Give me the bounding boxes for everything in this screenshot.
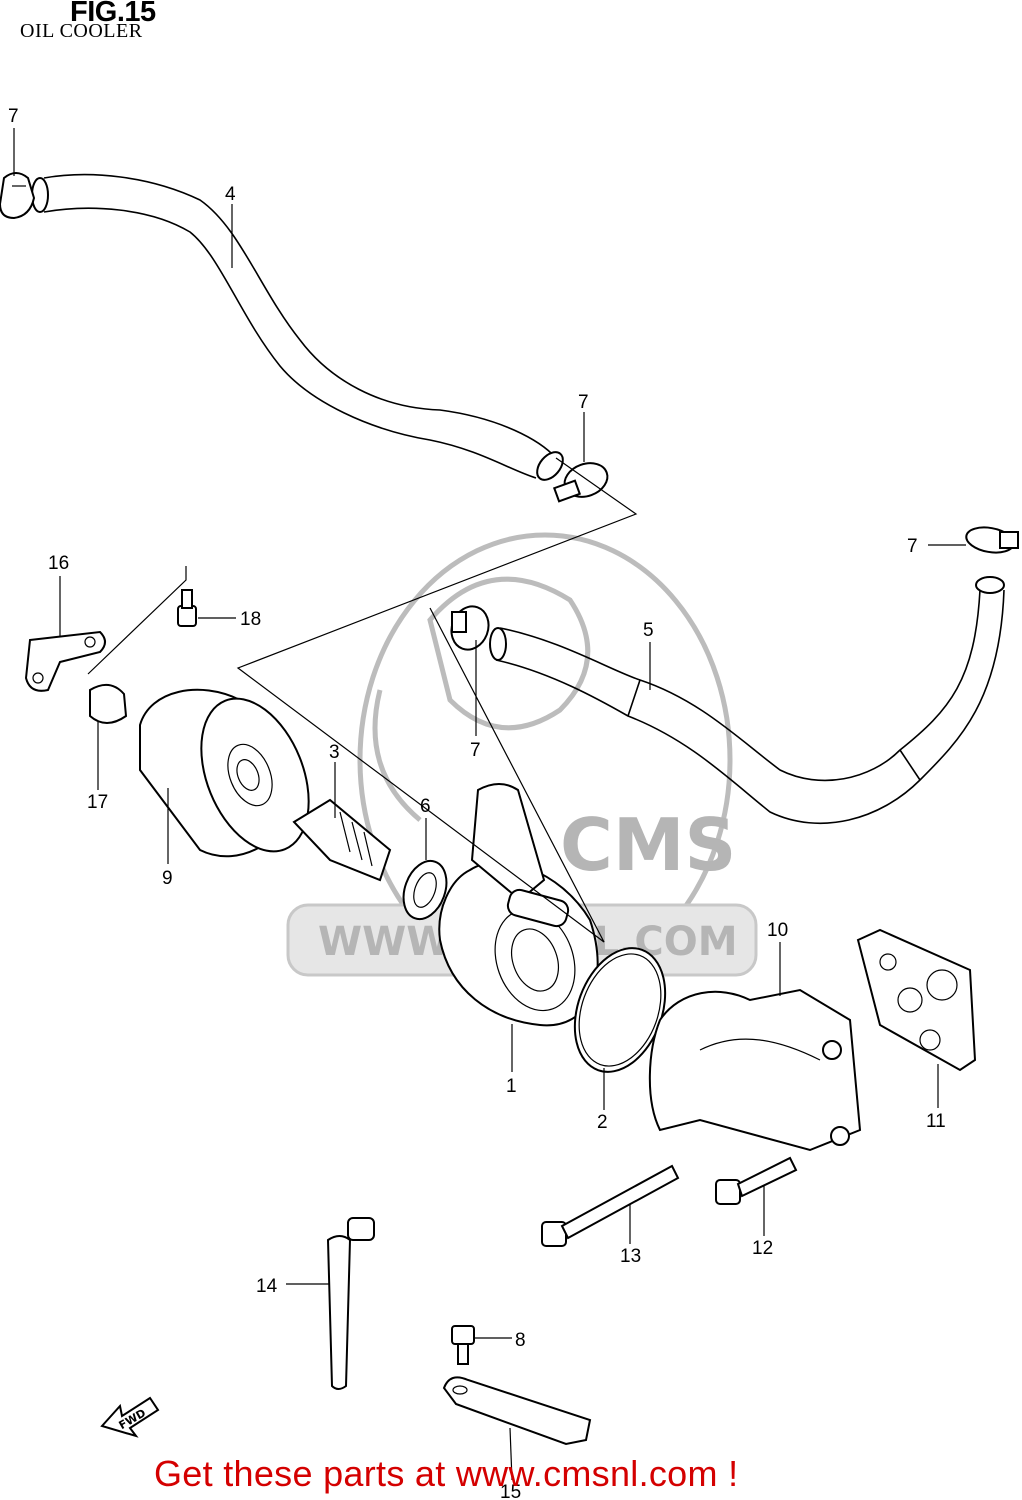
callout-8: 8 [515, 1330, 526, 1351]
hose-5 [489, 576, 1005, 824]
oil-cooler-1 [438, 783, 599, 1027]
callout-labels: 7 4 7 7 5 7 16 18 17 9 3 6 1 2 10 11 12 … [8, 106, 946, 1500]
strap-14 [326, 1217, 375, 1390]
callout-11: 11 [926, 1111, 946, 1132]
callout-7-lower: 7 [470, 740, 481, 761]
hose-clamp-7-left [0, 172, 36, 220]
bolt-12 [715, 1156, 798, 1205]
callout-14: 14 [256, 1276, 278, 1297]
watermark-brand: CMS [560, 803, 736, 887]
union-bolt-3 [292, 798, 392, 882]
callout-3: 3 [329, 742, 340, 763]
plate-15 [442, 1376, 592, 1446]
leader-lines [13, 128, 966, 1481]
callout-17: 17 [87, 792, 108, 813]
callout-7-mid: 7 [578, 392, 589, 413]
figure-subtitle: OIL COOLER [20, 20, 143, 42]
forward-arrow: FWD [100, 1396, 160, 1438]
hose-clamp-7-lower [450, 605, 490, 651]
callout-15: 15 [500, 1482, 521, 1500]
callout-2: 2 [597, 1112, 608, 1133]
callout-12: 12 [752, 1238, 773, 1259]
reference-lines [87, 457, 638, 943]
bolt-18 [177, 589, 197, 627]
hose-4 [31, 173, 564, 481]
callout-6: 6 [420, 796, 431, 817]
callout-5: 5 [643, 620, 654, 641]
callout-10: 10 [767, 920, 788, 941]
cover-10 [648, 988, 862, 1152]
oil-filter-9 [139, 688, 310, 858]
callout-7-right: 7 [907, 536, 918, 557]
bolt-8 [451, 1325, 475, 1365]
plug-17 [89, 683, 128, 724]
figure-title: FIG.15 [70, 0, 156, 28]
callout-18: 18 [240, 609, 261, 630]
washer-6 [402, 859, 448, 921]
callout-9: 9 [162, 868, 173, 889]
hose-clamp-7-right [965, 526, 1019, 554]
bracket-16 [24, 630, 106, 692]
callout-16: 16 [48, 553, 69, 574]
footer-link-text[interactable]: Get these parts at www.cmsnl.com ! [154, 1453, 739, 1494]
callout-4: 4 [225, 184, 236, 205]
callout-13: 13 [620, 1246, 641, 1267]
gasket-11 [856, 928, 977, 1072]
callout-1: 1 [506, 1076, 517, 1097]
bolt-13 [541, 1164, 680, 1247]
callout-7-top-left: 7 [8, 106, 19, 127]
